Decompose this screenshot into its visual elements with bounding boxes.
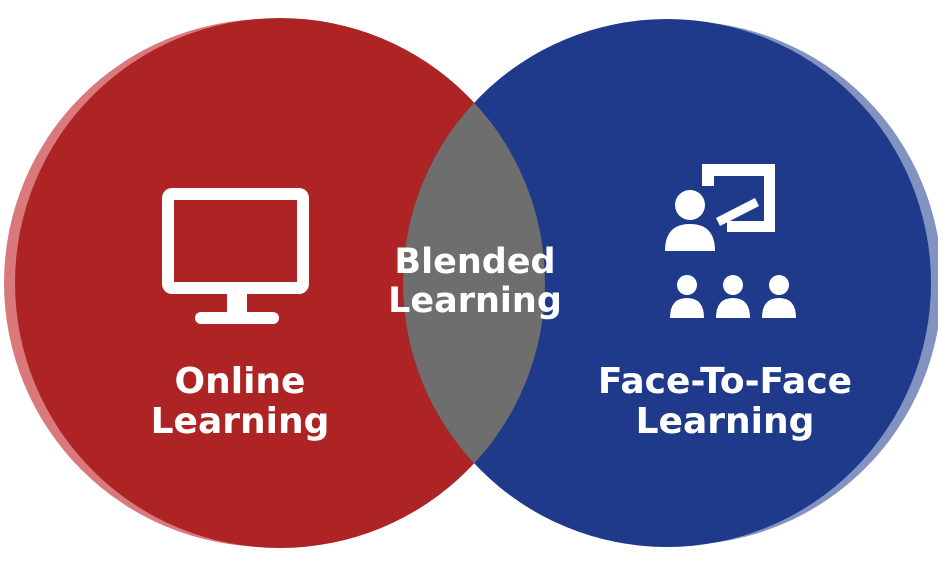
face-to-face-circle <box>403 19 931 547</box>
online-label-line1: Online <box>174 361 306 402</box>
face-to-face-label-line1: Face-To-Face <box>597 361 853 402</box>
blended-label-line2: Learning <box>388 281 562 322</box>
monitor-icon <box>162 188 309 324</box>
online-label-line2: Learning <box>150 401 330 443</box>
classroom-icon <box>665 164 796 318</box>
face-to-face-learning-label: Face-To-Face Learning <box>580 361 870 443</box>
online-learning-label: Online Learning <box>135 361 345 443</box>
blended-label-line1: Blended <box>394 242 556 282</box>
face-to-face-label-line2: Learning <box>635 401 815 443</box>
blended-learning-label: Blended Learning <box>365 242 585 322</box>
